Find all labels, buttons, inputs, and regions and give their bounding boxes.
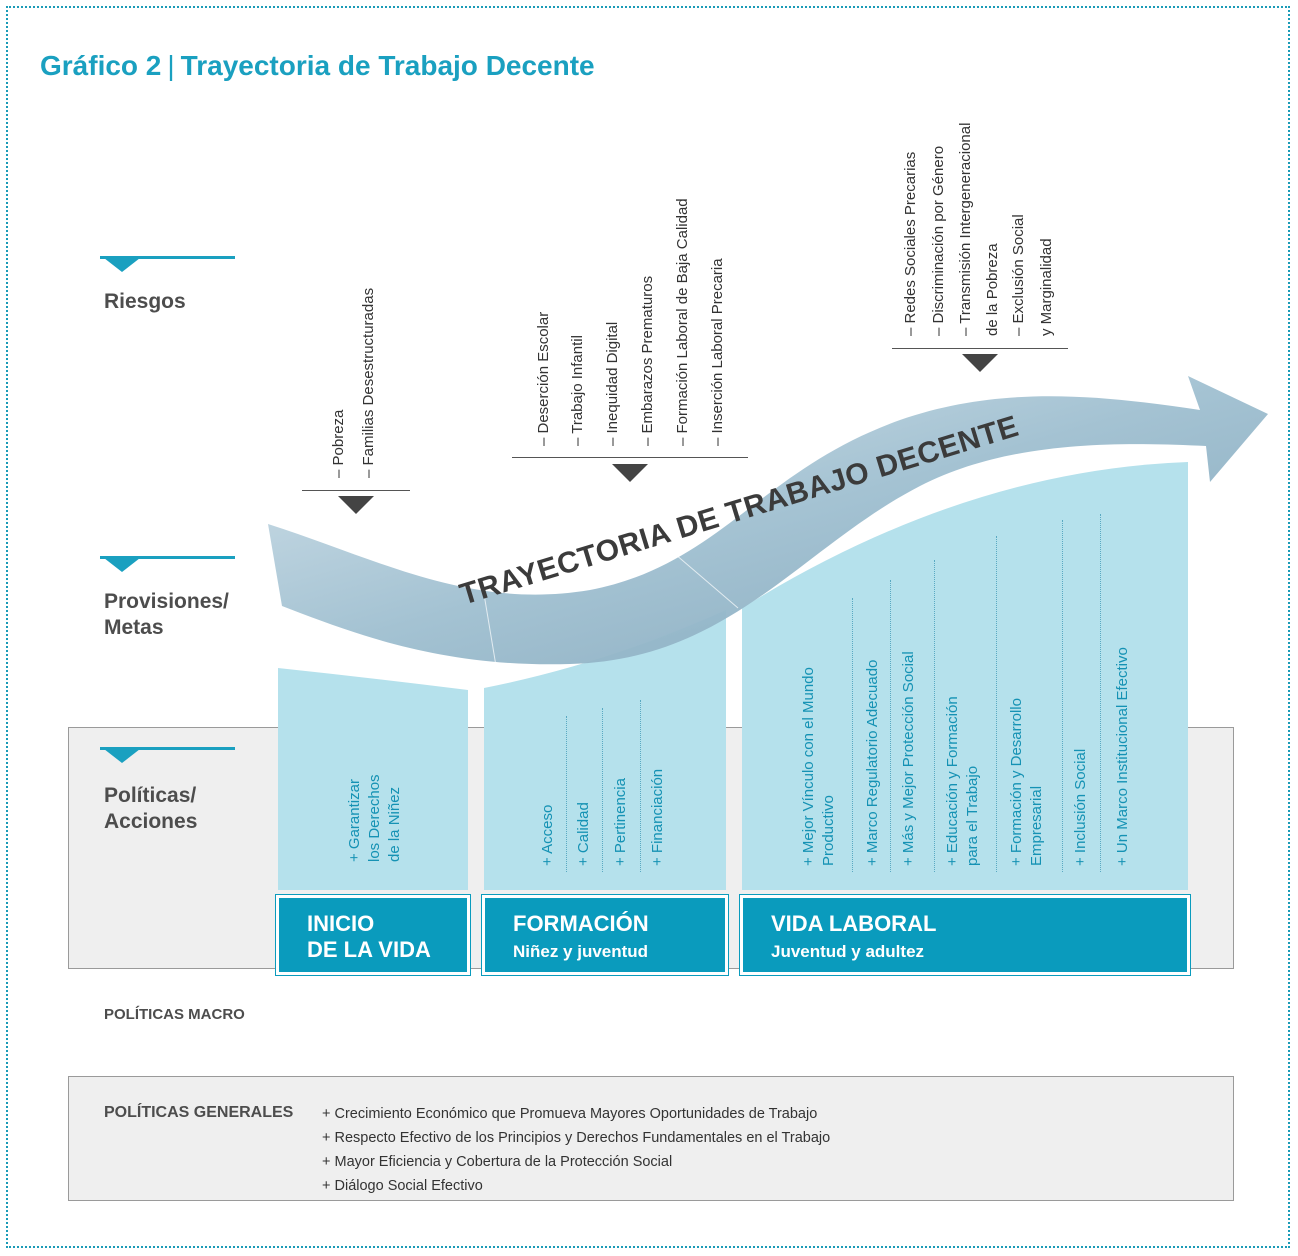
stage-formacion-line2: Niñez y juventud: [513, 942, 649, 961]
vida-divider-5: [1062, 520, 1063, 872]
title-separator: |: [167, 50, 175, 81]
action-vida-7: + Formación y Desarrollo: [1008, 698, 1025, 866]
action-vida-2: Productivo: [820, 795, 837, 866]
risk-3-6: y Marginalidad: [1038, 238, 1055, 336]
general-policies-label: POLÍTICAS GENERALES: [104, 1104, 294, 1121]
riesgos-marker-triangle: [104, 258, 140, 272]
action-vida-9: + Inclusión Social: [1072, 748, 1089, 866]
stage-formacion-line1: FORMACIÓN: [513, 911, 649, 936]
risk-1-triangle: [338, 496, 374, 514]
risk-3-5: – Exclusión Social: [1010, 214, 1027, 336]
row-label-provisiones-1: Provisiones/: [104, 590, 229, 613]
action-formacion-2: + Calidad: [575, 802, 592, 866]
politicas-marker-triangle: [104, 749, 140, 763]
general-policy-4: + Diálogo Social Efectivo: [322, 1178, 483, 1194]
action-vida-5: + Educación y Formación: [944, 696, 961, 866]
action-inicio-3: de la Niñez: [386, 786, 403, 862]
general-policy-2: + Respecto Efectivo de los Principios y …: [322, 1130, 831, 1146]
provisiones-marker-triangle: [104, 558, 140, 572]
vida-divider-6: [1100, 514, 1101, 872]
macro-policies-label: POLÍTICAS MACRO: [104, 1006, 245, 1023]
vida-divider-1: [852, 598, 853, 872]
provisiones-marker-line: [100, 556, 235, 559]
row-label-provisiones-2: Metas: [104, 616, 164, 639]
riesgos-marker-line: [100, 256, 235, 259]
risk-3-2: – Discriminación por Género: [930, 145, 947, 336]
general-policy-1: + Crecimiento Económico que Promueva May…: [322, 1106, 818, 1122]
stage-inicio-line1: INICIO: [307, 911, 375, 936]
risk-2-3: – Inequidad Digital: [604, 321, 621, 446]
action-formacion-1: + Acceso: [539, 804, 556, 866]
risk-3-triangle: [962, 354, 998, 372]
title-prefix: Gráfico 2: [40, 50, 162, 81]
general-policies-box-2: [68, 1076, 1234, 1201]
title-text: Trayectoria de Trabajo Decente: [180, 50, 595, 81]
risk-3-4: de la Pobreza: [984, 243, 1001, 336]
panel-vida: [742, 462, 1188, 890]
vida-divider-2: [890, 580, 891, 872]
action-inicio-1: + Garantizar: [346, 779, 363, 862]
risk-2-6: – Inserción Laboral Precaria: [709, 258, 726, 446]
row-label-riesgos: Riesgos: [104, 290, 186, 313]
risk-3-3: – Transmisión Intergeneracional: [957, 122, 974, 336]
action-vida-1: + Mejor Vínculo con el Mundo: [800, 667, 817, 866]
row-label-politicas-2: Acciones: [104, 810, 198, 833]
figure-title: Gráfico 2|Trayectoria de Trabajo Decente: [40, 50, 595, 82]
action-vida-8: Empresarial: [1028, 785, 1045, 866]
risk-2-4: – Embarazos Prematuros: [639, 275, 656, 446]
figure-frame: [6, 6, 1290, 1248]
politicas-marker-line: [100, 747, 235, 750]
stage-formacion: FORMACIÓN Niñez y juventud: [481, 894, 729, 976]
action-formacion-4: + Financiación: [649, 768, 666, 866]
formacion-divider-3: [640, 700, 641, 872]
risk-2-line: [512, 457, 748, 458]
panel-formacion: [484, 610, 726, 890]
action-inicio-2: los Derechos: [366, 774, 383, 862]
risk-1-line: [302, 490, 410, 491]
risk-2-1: – Deserción Escolar: [535, 311, 552, 446]
action-vida-4: + Más y Mejor Protección Social: [900, 651, 917, 866]
vida-divider-4: [996, 536, 997, 872]
formacion-divider-2: [602, 708, 603, 872]
stage-vida-line1: VIDA LABORAL: [771, 911, 937, 936]
action-vida-10: + Un Marco Institucional Efectivo: [1114, 647, 1131, 866]
stage-inicio: INICIO DE LA VIDA: [275, 894, 471, 976]
row-label-politicas-1: Políticas/: [104, 784, 197, 807]
risk-1-1: – Pobreza: [330, 409, 347, 478]
action-formacion-3: + Pertinencia: [612, 778, 629, 866]
risk-3-1: – Redes Sociales Precarias: [902, 151, 919, 336]
general-policy-3: + Mayor Eficiencia y Cobertura de la Pro…: [322, 1154, 673, 1170]
panel-inicio: [278, 668, 468, 890]
action-vida-6: para el Trabajo: [964, 765, 981, 866]
formacion-divider-1: [566, 716, 567, 872]
stage-inicio-line2: DE LA VIDA: [307, 937, 431, 962]
risk-2-5: – Formación Laboral de Baja Calidad: [674, 198, 691, 446]
stage-vida-line2: Juventud y adultez: [771, 942, 925, 961]
action-vida-3: + Marco Regulatorio Adecuado: [864, 659, 881, 866]
risk-3-line: [892, 348, 1068, 349]
risk-2-2: – Trabajo Infantil: [569, 335, 586, 446]
risk-1-2: – Familias Desestructuradas: [360, 287, 377, 478]
risk-2-triangle: [612, 464, 648, 482]
vida-divider-3: [934, 560, 935, 872]
stage-vida: VIDA LABORAL Juventud y adultez: [739, 894, 1191, 976]
